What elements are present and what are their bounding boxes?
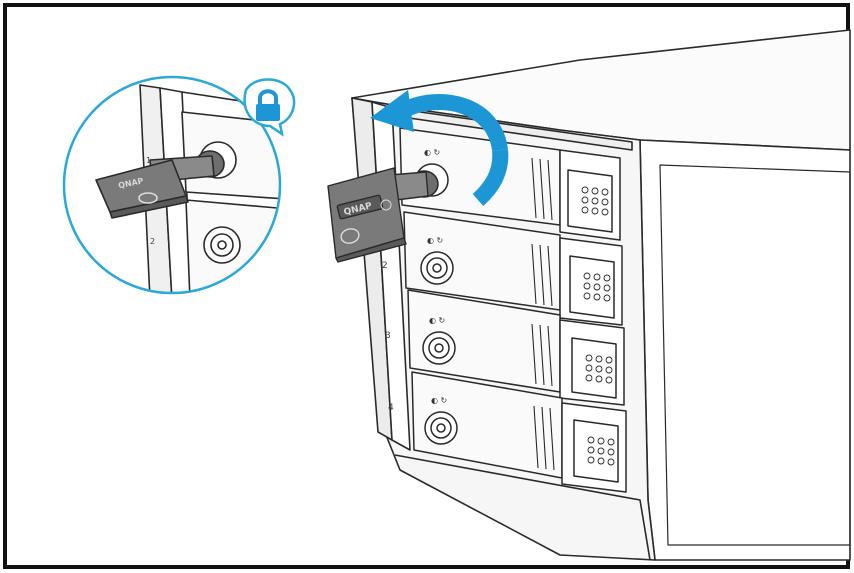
callout-bay-number: 1	[146, 156, 151, 165]
chassis-side	[639, 139, 851, 561]
lock-mark: ◐ ↻	[424, 148, 440, 157]
callout-bay-number: 2	[150, 237, 155, 246]
key[interactable]: QNAP	[327, 167, 429, 263]
counterclockwise-arrow-icon	[370, 90, 509, 206]
lock-markings: ◐ ↻ ◐ ↻ ◐ ↻ ◐ ↻	[424, 148, 447, 405]
bay-number: 4	[388, 403, 394, 413]
drive-tray-2	[403, 211, 623, 326]
lock-mark: ◐ ↻	[429, 316, 445, 325]
chassis-side-inset	[659, 164, 851, 546]
vent-grid	[581, 186, 609, 216]
lock-icon	[243, 78, 296, 137]
key-hole	[340, 228, 360, 244]
lock-mark: ◐ ↻	[427, 236, 443, 245]
key-brand-plate	[336, 194, 384, 220]
bay-number: 3	[385, 331, 391, 341]
bay-number: 2	[382, 261, 388, 271]
drive-tray-4	[411, 371, 627, 493]
lock-mark: ◐ ↻	[431, 396, 447, 405]
drive-tray-3	[407, 289, 625, 406]
